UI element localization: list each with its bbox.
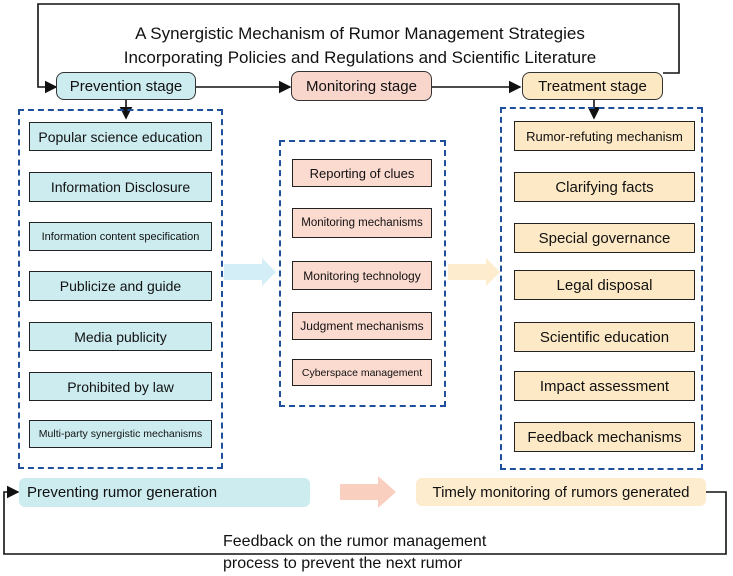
- loop-line-bottom: [3, 485, 727, 555]
- monitoring-item: Cyberspace management: [292, 359, 432, 386]
- prevention-item: Popular science education: [29, 122, 212, 151]
- stage-prevention: Prevention stage: [56, 72, 196, 100]
- treatment-item: Scientific education: [514, 322, 695, 352]
- prevention-item: Information content specification: [29, 222, 212, 251]
- flow-arrow-bottom: [340, 476, 396, 508]
- flow-arrow-right: [448, 258, 500, 286]
- loop-line-top: [37, 3, 680, 94]
- feedback-line-2: process to prevent the next rumor: [223, 555, 463, 572]
- treatment-item: Special governance: [514, 223, 695, 253]
- treatment-item: Feedback mechanisms: [514, 422, 695, 452]
- feedback-text: Feedback on the rumor management process…: [223, 531, 543, 575]
- stage-monitoring: Monitoring stage: [291, 71, 432, 101]
- outcome-preventing-rumor: Preventing rumor generation: [19, 478, 310, 507]
- treatment-item: Impact assessment: [514, 371, 695, 401]
- monitoring-item: Reporting of clues: [292, 159, 432, 187]
- diagram-title: A Synergistic Mechanism of Rumor Managem…: [60, 22, 660, 70]
- prevention-item: Information Disclosure: [29, 172, 212, 202]
- prevention-item: Publicize and guide: [29, 271, 212, 301]
- monitoring-item: Monitoring technology: [292, 261, 432, 290]
- outcome-timely-monitoring: Timely monitoring of rumors generated: [416, 478, 706, 506]
- treatment-item: Clarifying facts: [514, 172, 695, 202]
- flow-arrow-left: [224, 258, 276, 286]
- monitoring-panel: [279, 140, 446, 407]
- prevention-item: Multi-party synergistic mechanisms: [29, 420, 212, 448]
- prevention-item: Media publicity: [29, 322, 212, 351]
- prevention-item: Prohibited by law: [29, 372, 212, 401]
- feedback-line-1: Feedback on the rumor management: [223, 533, 487, 550]
- title-line-2: Incorporating Policies and Regulations a…: [123, 48, 597, 67]
- treatment-item: Legal disposal: [514, 270, 695, 300]
- stage-treatment: Treatment stage: [522, 72, 663, 100]
- monitoring-item: Judgment mechanisms: [292, 312, 432, 340]
- prevention-panel: [18, 109, 223, 469]
- monitoring-item: Monitoring mechanisms: [292, 208, 432, 238]
- treatment-item: Rumor-refuting mechanism: [514, 121, 695, 151]
- title-line-1: A Synergistic Mechanism of Rumor Managem…: [135, 24, 585, 43]
- treatment-panel: [500, 107, 703, 470]
